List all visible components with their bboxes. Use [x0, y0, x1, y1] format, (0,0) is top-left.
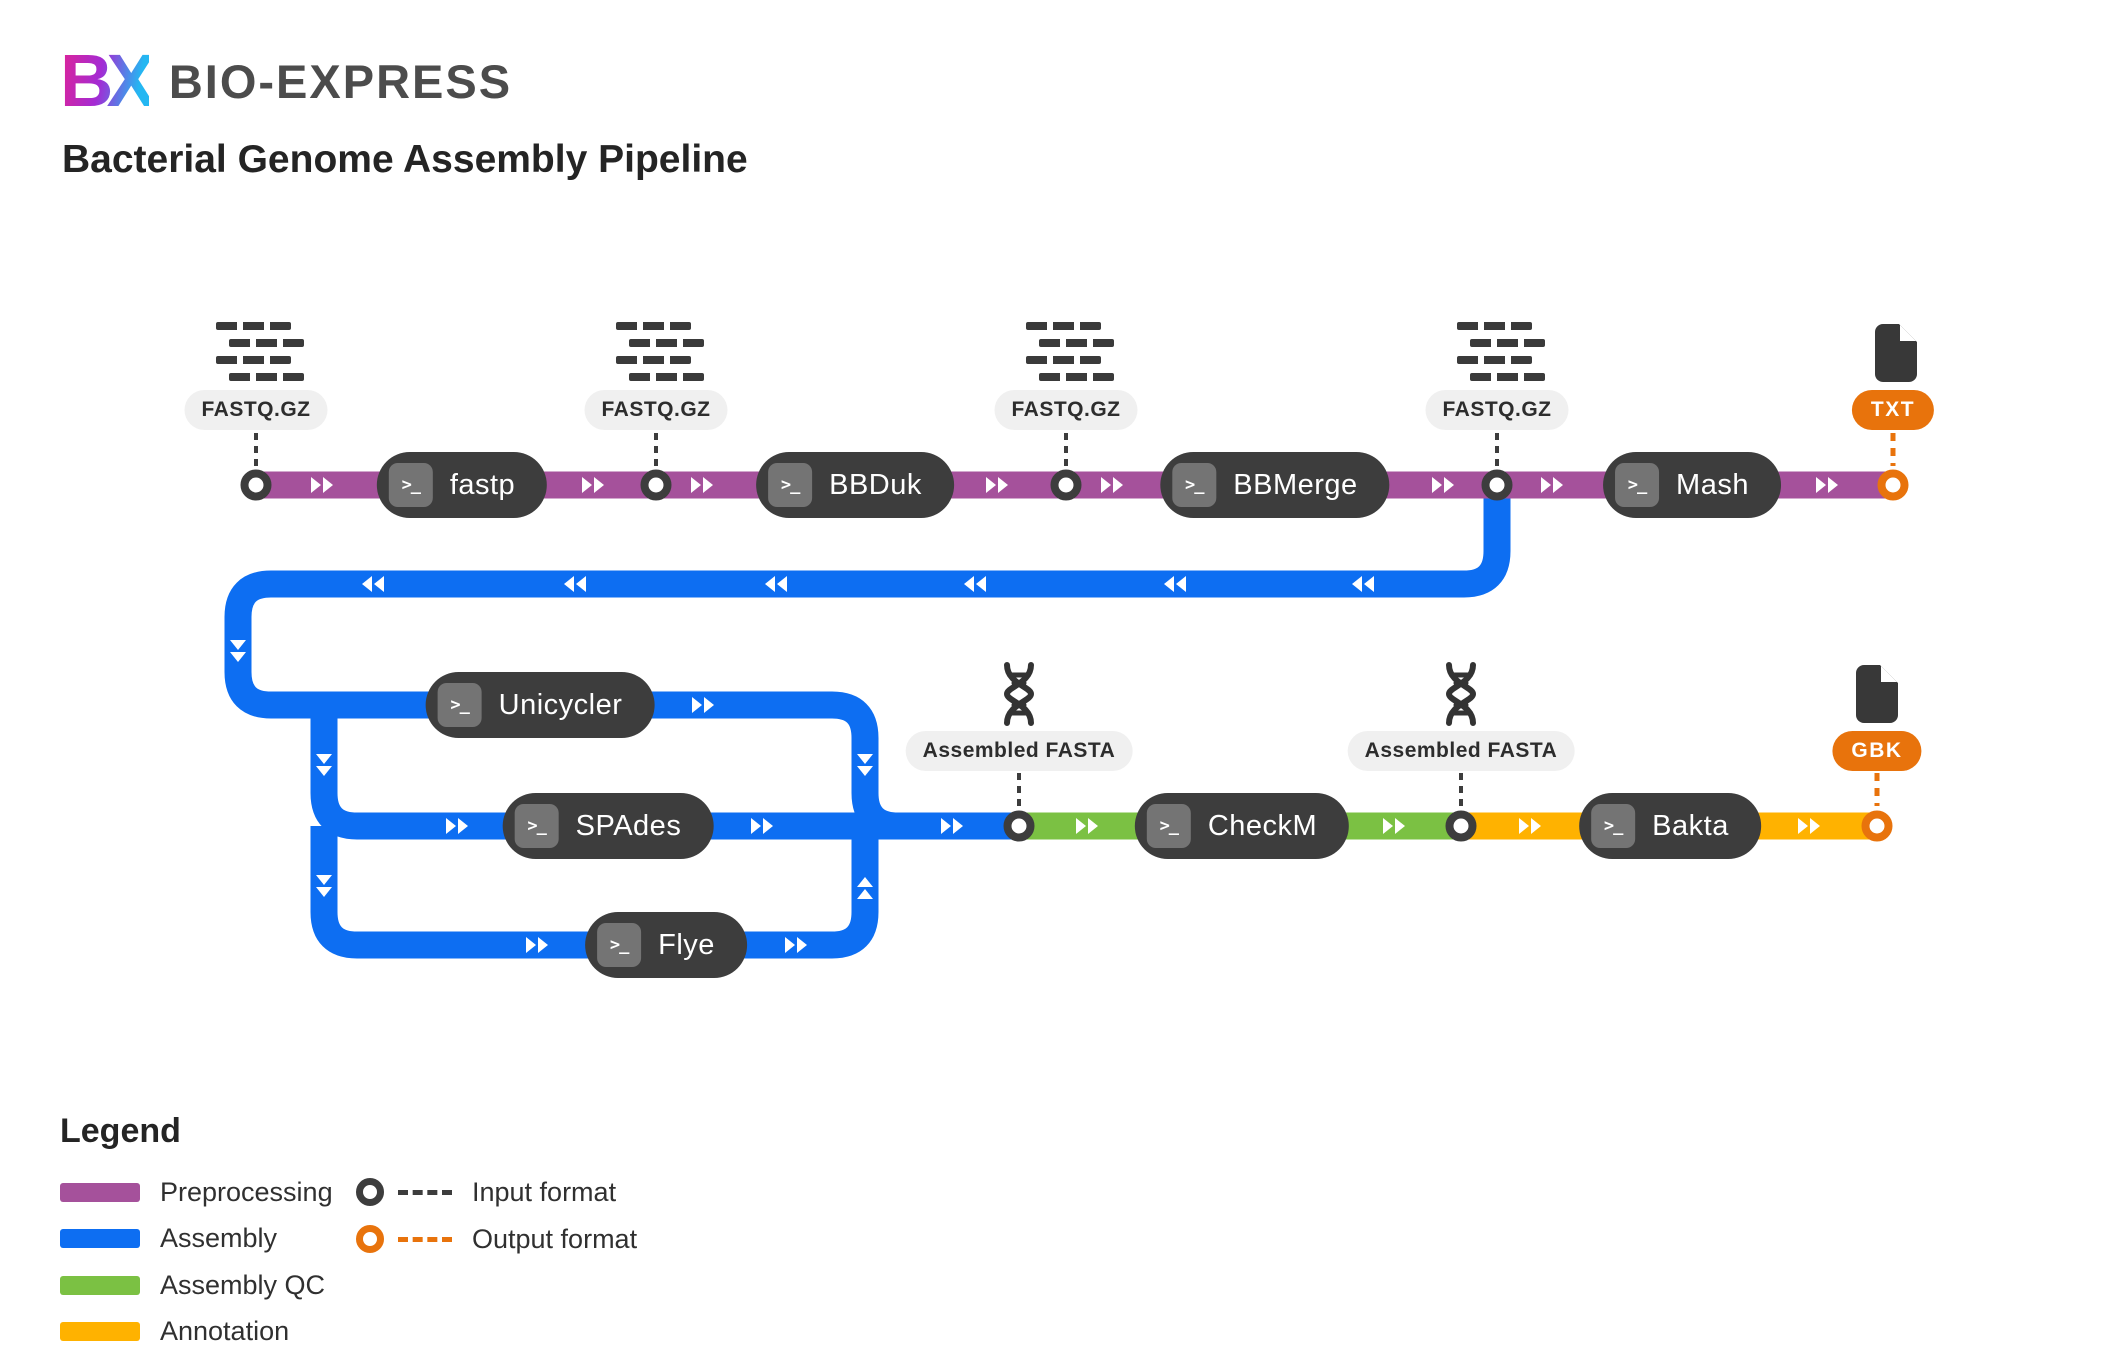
- legend-item-assembly-qc: Assembly QC: [60, 1270, 325, 1300]
- tool-node-bbmerge: >_ BBMerge: [1160, 452, 1390, 518]
- terminal-icon: >_: [514, 804, 559, 848]
- file-icon: [1852, 665, 1898, 728]
- legend-output-format: Output format: [356, 1224, 637, 1254]
- format-label-assembled-fasta: Assembled FASTA: [1347, 731, 1575, 771]
- legend-item-preprocessing: Preprocessing: [60, 1177, 333, 1207]
- tool-node-bakta: >_ Bakta: [1579, 793, 1761, 859]
- reads-icon: [616, 322, 704, 390]
- file-icon: [1871, 324, 1917, 387]
- tool-node-checkm: >_ CheckM: [1134, 793, 1350, 859]
- output-format-markers: [1861, 469, 1909, 842]
- format-label-gbk: GBK: [1832, 731, 1922, 771]
- terminal-icon: >_: [1591, 804, 1636, 848]
- tool-label: CheckM: [1207, 809, 1318, 842]
- tool-node-unicycler: >_ Unicycler: [425, 672, 655, 738]
- format-label-assembled-fasta: Assembled FASTA: [905, 731, 1133, 771]
- terminal-icon: >_: [437, 683, 482, 727]
- legend-input-format: Input format: [356, 1177, 616, 1207]
- tool-node-bbduk: >_ BBDuk: [756, 452, 954, 518]
- tool-node-mash: >_ Mash: [1603, 452, 1781, 518]
- tool-label: SPAdes: [575, 809, 682, 842]
- tool-label: Unicycler: [498, 688, 623, 721]
- legend-label: Preprocessing: [160, 1176, 333, 1207]
- format-label-fastq: FASTQ.GZ: [584, 390, 728, 430]
- tool-label: BBMerge: [1233, 468, 1358, 501]
- input-format-markers: [240, 469, 1513, 842]
- reads-icon: [1457, 322, 1545, 390]
- terminal-icon: >_: [1615, 463, 1660, 507]
- format-label-fastq: FASTQ.GZ: [184, 390, 328, 430]
- legend-label: Input format: [472, 1176, 617, 1207]
- tool-label: Bakta: [1652, 809, 1729, 842]
- format-label-fastq: FASTQ.GZ: [994, 390, 1138, 430]
- page-title: Bacterial Genome Assembly Pipeline: [62, 138, 748, 181]
- legend-swatch: [60, 1182, 140, 1202]
- legend-swatch: [60, 1321, 140, 1341]
- output-format-marker-icon: [356, 1225, 384, 1253]
- dna-icon: [997, 661, 1041, 732]
- dna-icon: [1439, 661, 1483, 732]
- legend-item-annotation: Annotation: [60, 1316, 289, 1346]
- tool-node-spades: >_ SPAdes: [502, 793, 714, 859]
- output-format-connectors: [1874, 433, 1896, 806]
- dashed-line-icon: [398, 1236, 452, 1242]
- reads-icon: [216, 322, 304, 390]
- reads-icon: [1026, 322, 1114, 390]
- legend-label: Output format: [472, 1223, 638, 1254]
- legend-label: Annotation: [160, 1315, 290, 1346]
- legend-swatch: [60, 1228, 140, 1248]
- brand-logo-icon: BX: [60, 39, 156, 122]
- terminal-icon: >_: [768, 463, 813, 507]
- legend-label: Assembly: [160, 1222, 278, 1253]
- input-format-connectors: [254, 433, 1499, 808]
- legend-title: Legend: [60, 1112, 181, 1150]
- legend-label: Assembly QC: [160, 1269, 326, 1300]
- legend-item-assembly: Assembly: [60, 1223, 277, 1253]
- tool-label: Mash: [1676, 468, 1749, 501]
- input-format-marker-icon: [356, 1178, 384, 1206]
- tool-label: BBDuk: [829, 468, 922, 501]
- brand-header: BX BIO-EXPRESS: [60, 44, 512, 118]
- dashed-line-icon: [398, 1189, 452, 1195]
- terminal-icon: >_: [1146, 804, 1191, 848]
- tool-label: Flye: [658, 928, 715, 961]
- terminal-icon: >_: [1172, 463, 1217, 507]
- format-label-fastq: FASTQ.GZ: [1425, 390, 1569, 430]
- legend-swatch: [60, 1275, 140, 1295]
- tool-node-fastp: >_ fastp: [376, 452, 548, 518]
- terminal-icon: >_: [388, 463, 433, 507]
- format-label-txt: TXT: [1851, 390, 1935, 430]
- brand-name: BIO-EXPRESS: [168, 54, 513, 108]
- tool-node-flye: >_ Flye: [585, 912, 747, 978]
- tool-label: fastp: [449, 468, 516, 501]
- terminal-icon: >_: [597, 923, 642, 967]
